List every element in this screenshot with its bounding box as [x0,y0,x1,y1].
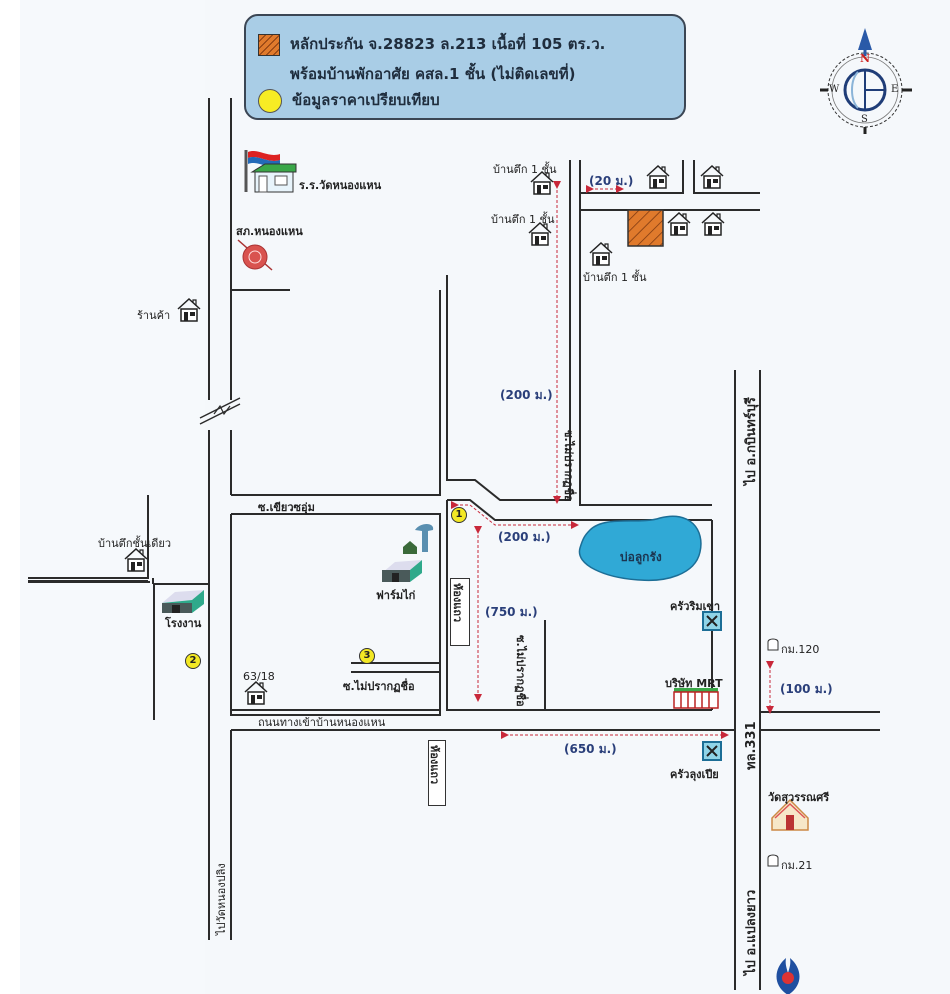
property-swatch-icon [258,33,280,56]
house-icon [589,242,613,266]
road-west [28,98,880,990]
compass-east: E [891,84,899,95]
house-icon [244,681,268,705]
legend-comparison-label: ข้อมูลราคาเปรียบเทียบ [292,91,440,109]
distance-200m-horizontal: (200 ม.) [498,530,551,544]
pond [578,515,702,582]
compass-icon [820,28,912,134]
factory-icon [162,590,204,613]
compass-north: N [860,52,871,65]
distance-750m: (750 ม.) [485,605,538,619]
house-icon [177,298,201,322]
road-unnamed-soi-v2: ซ.ไม่ปรากฏชื่อ [514,635,527,707]
label-single-storey: บ้านตึกชั้นเดียว [98,537,171,550]
legend-property-line1: หลักประกัน จ.28823 ล.213 เนื้อที่ 105 ตร… [290,35,606,53]
label-house-1floor-b: บ้านตึก 1 ชั้น [491,213,555,226]
legend-comparison: ข้อมูลราคาเปรียบเทียบ [258,88,440,113]
house-icon [700,165,724,189]
rowhouse-b: ห้องแถว [428,740,446,806]
chicken-farm-icon [382,524,434,582]
road-unnamed-soi-v1: ซ.ไม่ปรากฏชื่อ [562,430,575,502]
restaurant-icon [702,611,722,631]
road-to-wat-nongpling: ไปวัดหนองปลิง [215,863,228,935]
distance-arrows [451,181,774,739]
house-icon [124,548,148,572]
distance-650m: (650 ม.) [564,742,617,756]
road-main: ถนนทางเข้าบ้านหนองแหน [258,716,386,729]
distance-200m-vertical: (200 ม.) [500,388,553,402]
label-school: ร.ร.วัดหนองแหน [299,179,382,192]
map-paper-inner [205,0,950,994]
comparison-swatch-icon [258,88,282,113]
ptt-logo-icon [776,958,800,994]
label-company-mrt: บริษัท MRT [665,677,723,690]
legend-property: หลักประกัน จ.28823 ล.213 เนื้อที่ 105 ตร… [258,32,605,56]
label-house-1floor-a: บ้านตึก 1 ชั้น [493,163,557,176]
label-factory: โรงงาน [165,617,202,630]
police-icon [237,239,273,271]
house-icon [701,212,725,236]
comparison-marker-1[interactable]: 1 [451,507,467,523]
label-rowhouse-a: ห้องแถว [451,583,464,623]
label-chicken-farm: ฟาร์มไก่ [376,589,416,602]
road-to-plaengyao: ไป อ.แปลงยาว [744,889,759,975]
legend-property-line2: พร้อมบ้านพักอาศัย คสล.1 ชั้น (ไม่ติดเลขท… [290,65,576,83]
label-rowhouse-b: ห้องแถว [428,745,441,785]
distance-20m: (20 ม.) [589,174,634,188]
house-icon [667,212,691,236]
rowhouse-a: ห้องแถว [450,578,470,646]
label-pond: บ่อลูกรัง [620,550,662,564]
label-police: สภ.หนองแหน [236,225,303,238]
school-icon [244,150,297,193]
distance-100m: (100 ม.) [780,682,833,696]
temple-icon [771,798,809,831]
comparison-marker-2[interactable]: 2 [185,653,201,669]
compass-south: S [861,114,868,125]
road-khiao-som: ซ.เขียวซอุ่ม [258,501,315,514]
road-highway: ทล.331 [744,721,759,770]
compass-west: W [829,84,840,95]
road-to-prachinburi: ไป อ.กบินทร์บุรี [744,397,759,485]
house-icon [646,165,670,189]
road-unnamed-soi-h: ซ.ไม่ปรากฏชื่อ [343,680,415,693]
company-icon [673,688,719,709]
km-post-icon [767,854,779,867]
label-restaurant-lungpia: ครัวลุงเปีย [670,768,719,781]
label-km21: กม.21 [781,859,813,872]
label-house-1floor-c: บ้านตึก 1 ชั้น [583,271,647,284]
legend: หลักประกัน จ.28823 ล.213 เนื้อที่ 105 ตร… [244,14,686,120]
label-km120: กม.120 [781,643,820,656]
comparison-marker-3[interactable]: 3 [359,648,375,664]
label-restaurant-rimkhao: ครัวริมเขา [670,600,721,613]
restaurant-icon [702,741,722,761]
property-parcel [627,209,664,247]
label-temple: วัดสุวรรณศรี [768,791,830,804]
label-shop: ร้านค้า [137,309,171,322]
label-house-number: 63/18 [243,670,275,683]
km-post-icon [767,638,779,651]
